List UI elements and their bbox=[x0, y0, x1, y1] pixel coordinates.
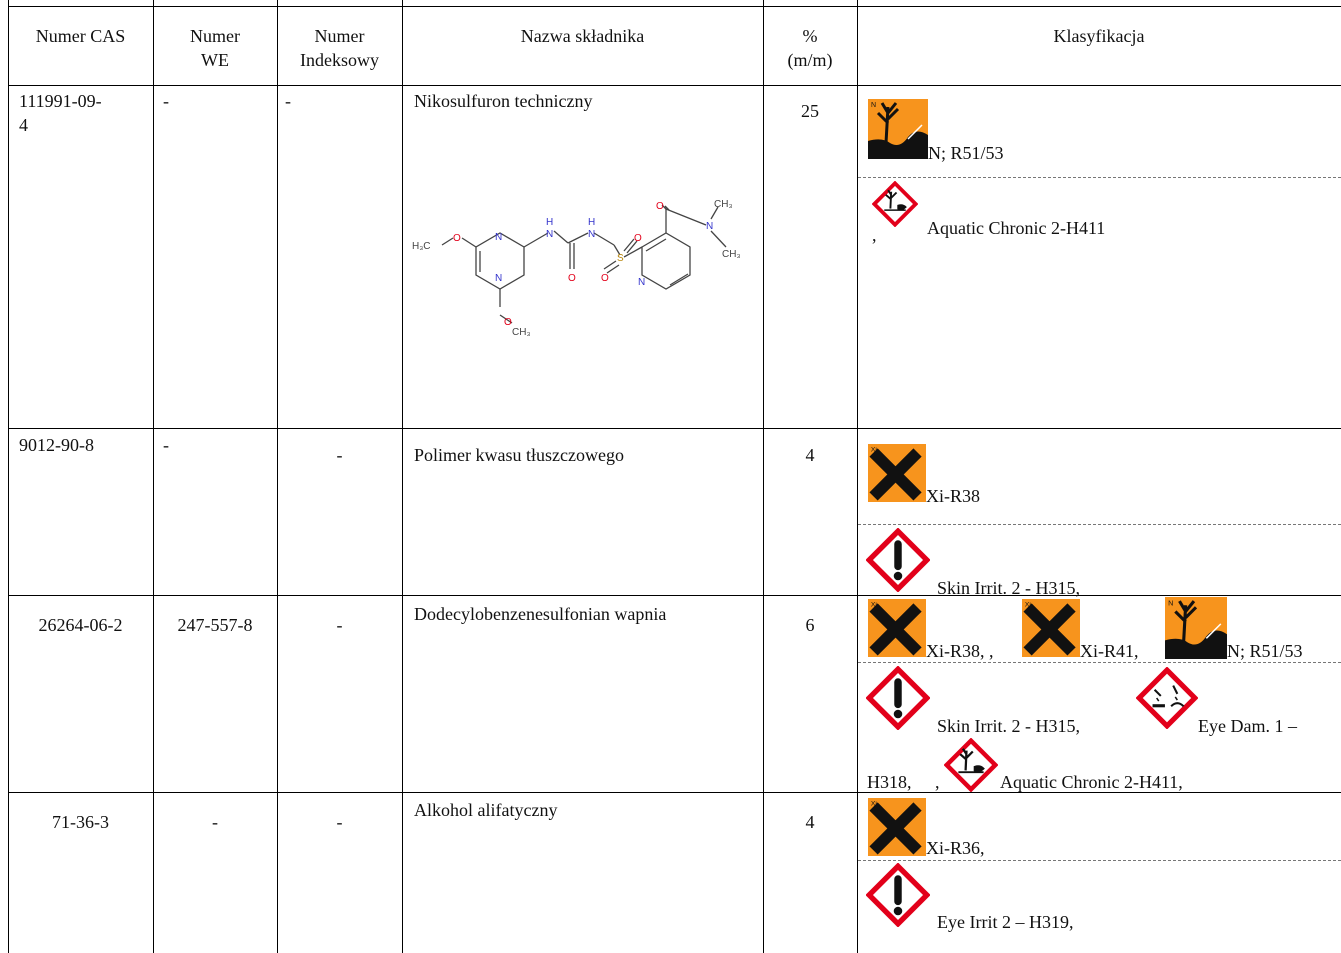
xi-irritant-icon bbox=[868, 599, 926, 657]
col-divider-we bbox=[277, 0, 278, 953]
ghs-exclamation-icon bbox=[866, 666, 930, 730]
ghs-corrosion-icon bbox=[1136, 667, 1198, 729]
n-environment-hazard-icon bbox=[868, 99, 928, 159]
xi-irritant-icon bbox=[868, 798, 926, 856]
header-we-line1: Numer bbox=[190, 26, 240, 46]
clp-separator: , bbox=[935, 772, 940, 792]
row-divider-2 bbox=[8, 595, 1341, 596]
structure-label: O bbox=[656, 201, 664, 212]
structure-label: CH₃ bbox=[512, 327, 531, 338]
clp-classification: H318, bbox=[867, 772, 912, 792]
dsd-classification: Xi-R41, bbox=[1080, 641, 1139, 661]
structure-label: N bbox=[495, 273, 502, 284]
structure-label: O bbox=[601, 273, 609, 284]
structure-label: H bbox=[588, 217, 595, 228]
chemical-structure-diagram: H₃C O O N N H N H N O S O O O N CH₃ CH₃ … bbox=[412, 199, 741, 338]
ghs-exclamation-icon bbox=[866, 528, 930, 592]
header-we-line2: WE bbox=[201, 50, 229, 70]
dsd-classification: Xi-R36, bbox=[926, 838, 985, 858]
ghs-environment-icon bbox=[944, 738, 998, 792]
cell-split-3 bbox=[858, 662, 1341, 663]
cell-name: Polimer kwasu tłuszczowego bbox=[414, 445, 624, 465]
header-index-line1: Numer bbox=[314, 26, 365, 46]
row-divider-3 bbox=[8, 792, 1341, 793]
col-divider-cas bbox=[153, 0, 154, 953]
cell-split-2 bbox=[858, 524, 1341, 525]
cell-index: - bbox=[336, 445, 343, 465]
header-index-line2: Indeksowy bbox=[300, 50, 379, 70]
clp-classification: Aquatic Chronic 2-H411 bbox=[927, 218, 1106, 238]
cell-cas-cont: 4 bbox=[19, 115, 28, 135]
header-cas: Numer CAS bbox=[35, 26, 126, 46]
cell-cas: 71-36-3 bbox=[52, 812, 109, 832]
cell-percent: 4 bbox=[805, 445, 815, 465]
col-divider-percent bbox=[857, 0, 858, 953]
structure-label: H₃C bbox=[412, 241, 431, 252]
cell-index: - bbox=[336, 615, 343, 635]
cell-split-4 bbox=[858, 860, 1341, 861]
row-divider-top bbox=[8, 6, 1341, 7]
clp-classification: Skin Irrit. 2 - H315, bbox=[937, 716, 1080, 736]
structure-label: N bbox=[638, 277, 645, 288]
structure-label: N bbox=[706, 221, 713, 232]
clp-separator: , bbox=[872, 225, 877, 245]
structure-label: N bbox=[546, 229, 553, 240]
clp-classification: Eye Dam. 1 – bbox=[1198, 716, 1297, 736]
cell-cas: 111991-09- bbox=[19, 91, 102, 111]
dsd-classification: Xi-R38, , bbox=[926, 641, 994, 661]
cell-percent: 6 bbox=[805, 615, 815, 635]
xi-irritant-icon bbox=[1022, 599, 1080, 657]
header-name: Nazwa składnika bbox=[520, 26, 645, 46]
ghs-environment-icon bbox=[872, 181, 918, 227]
clp-classification: Skin Irrit. 2 - H315, bbox=[937, 578, 1080, 598]
dsd-classification: N; R51/53 bbox=[1227, 641, 1303, 661]
cell-cas: 26264-06-2 bbox=[38, 615, 123, 635]
clp-classification: Aquatic Chronic 2-H411, bbox=[1000, 772, 1183, 792]
cell-index: - bbox=[285, 91, 291, 111]
cell-percent: 25 bbox=[801, 101, 819, 121]
cell-we: - bbox=[163, 435, 169, 455]
cell-name: Dodecylobenzenesulfonian wapnia bbox=[414, 604, 667, 624]
structure-label: O bbox=[634, 233, 642, 244]
structure-label: CH₃ bbox=[714, 199, 733, 210]
col-divider-name bbox=[763, 0, 764, 953]
header-percent-line1: % bbox=[802, 26, 818, 46]
cell-split-1 bbox=[858, 177, 1341, 178]
ghs-exclamation-icon bbox=[866, 863, 930, 927]
structure-label: S bbox=[617, 253, 624, 264]
dsd-classification: Xi-R38 bbox=[926, 486, 980, 506]
cell-we: - bbox=[163, 91, 169, 111]
cell-name: Nikosulfuron techniczny bbox=[414, 91, 593, 111]
col-divider-index bbox=[402, 0, 403, 953]
structure-label: O bbox=[568, 273, 576, 284]
xi-irritant-icon bbox=[868, 444, 926, 502]
cell-we: 247-557-8 bbox=[177, 615, 253, 635]
structure-label: N bbox=[495, 232, 502, 243]
n-environment-hazard-icon bbox=[1165, 597, 1227, 659]
col-divider-left bbox=[8, 0, 9, 953]
row-divider-1 bbox=[8, 428, 1341, 429]
structure-label: H bbox=[546, 217, 553, 228]
dsd-classification: N; R51/53 bbox=[928, 143, 1004, 163]
clp-classification: Eye Irrit 2 – H319, bbox=[937, 912, 1074, 932]
cell-name: Alkohol alifatyczny bbox=[414, 800, 558, 820]
structure-label: N bbox=[588, 229, 595, 240]
cell-cas: 9012-90-8 bbox=[19, 435, 94, 455]
cell-index: - bbox=[336, 812, 343, 832]
row-divider-header bbox=[8, 85, 1341, 86]
header-classification: Klasyfikacja bbox=[1053, 26, 1145, 46]
structure-label: O bbox=[453, 233, 461, 244]
structure-label: O bbox=[504, 317, 512, 328]
structure-label: CH₃ bbox=[722, 249, 741, 260]
header-percent-line2: (m/m) bbox=[787, 50, 833, 70]
cell-we: - bbox=[212, 812, 218, 832]
cell-percent: 4 bbox=[805, 812, 815, 832]
